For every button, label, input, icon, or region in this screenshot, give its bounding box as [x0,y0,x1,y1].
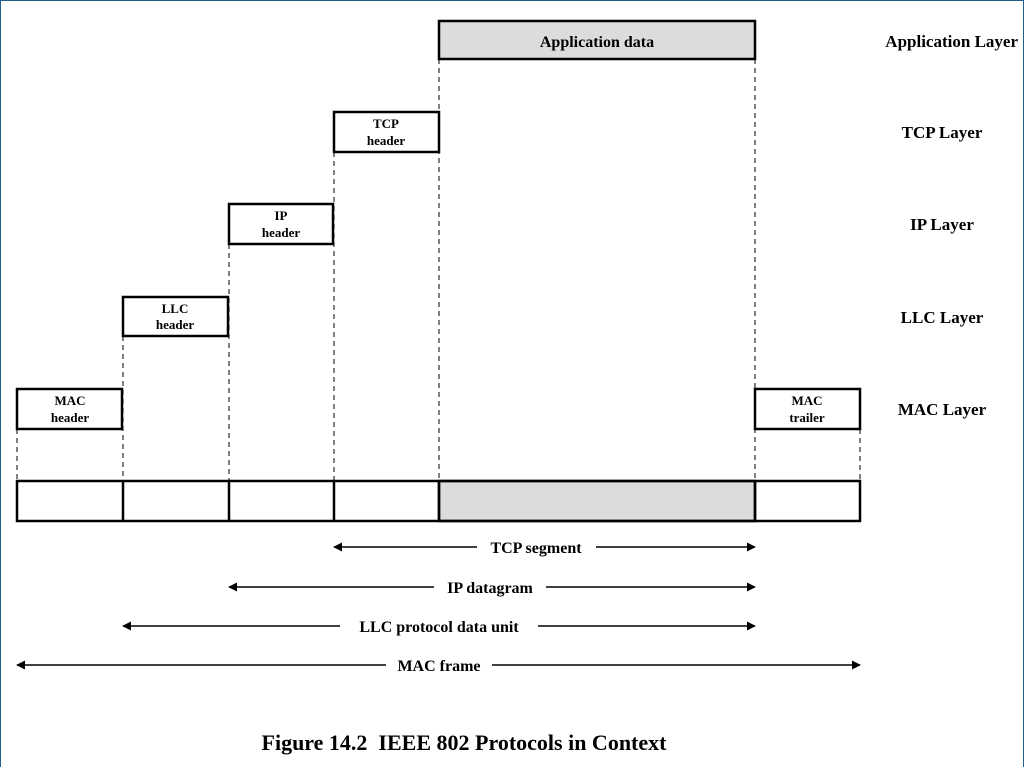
mac-header-line1: MAC [54,393,85,408]
frame-bar [15,479,862,523]
span-mac-frame: MAC frame [16,658,861,675]
mac-header-line2: header [51,410,90,425]
layer-label-tcp: TCP Layer [902,123,983,142]
mac-trailer-line1: MAC [791,393,822,408]
span-llc-pdu: LLC protocol data unit [122,619,756,636]
layer-label-mac: MAC Layer [898,400,987,419]
mac-trailer-line2: trailer [789,410,825,425]
span-tcp-segment: TCP segment [333,540,756,557]
layer-label-ip: IP Layer [910,215,974,234]
span-label-mac-frame: MAC frame [397,658,480,675]
span-label-tcp-segment: TCP segment [490,540,582,557]
layer-label-application: Application Layer [885,32,1018,51]
layer-label-llc: LLC Layer [901,308,984,327]
tcp-header-line2: header [367,133,406,148]
ip-header-line1: IP [275,208,288,223]
llc-header-line1: LLC [162,301,189,316]
tcp-header-line1: TCP [373,116,399,131]
ip-header-box [227,202,335,246]
ip-header-line2: header [262,225,301,240]
span-label-ip-datagram: IP datagram [447,580,533,597]
application-data-box [437,19,757,61]
llc-header-box [121,295,230,338]
span-label-llc-pdu: LLC protocol data unit [359,619,519,636]
mac-trailer-box [753,387,862,431]
llc-header-line2: header [156,317,195,332]
span-ip-datagram: IP datagram [228,580,756,597]
mac-header-box [15,387,124,431]
figure-caption: Figure 14.2 IEEE 802 Protocols in Contex… [262,730,668,755]
dashed-guides [16,59,861,481]
application-data-label: Application data [540,34,654,51]
tcp-header-box [332,110,441,154]
